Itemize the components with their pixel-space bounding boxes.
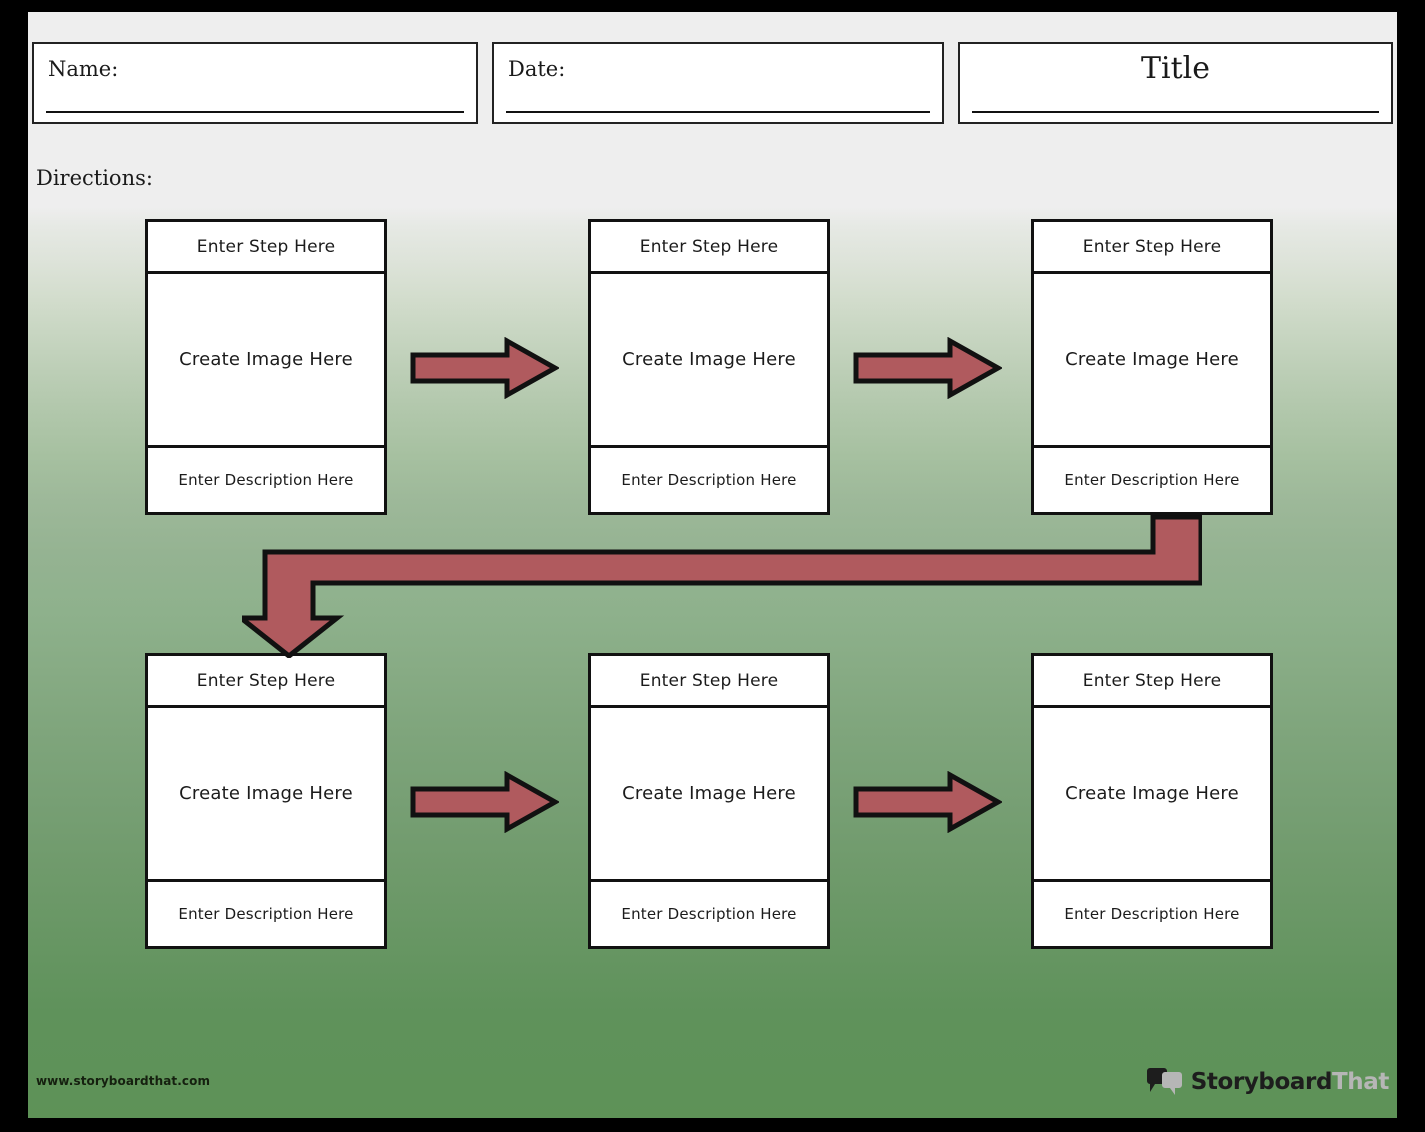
step-card-5[interactable]: Enter Step Here Create Image Here Enter … [588,653,830,949]
logo-word-secondary: That [1332,1069,1389,1095]
step-image-placeholder-2[interactable]: Create Image Here [591,274,827,448]
title-label: Title [1140,51,1210,86]
step-card-1[interactable]: Enter Step Here Create Image Here Enter … [145,219,387,515]
name-field-box[interactable]: Name: [32,42,478,124]
step-description-5[interactable]: Enter Description Here [621,905,797,923]
step-description-4[interactable]: Enter Description Here [178,905,354,923]
footer-url[interactable]: www.storyboardthat.com [36,1074,211,1088]
step-title-1[interactable]: Enter Step Here [148,222,384,274]
name-label: Name: [48,57,119,81]
step-image-placeholder-4[interactable]: Create Image Here [148,708,384,882]
step-title-6[interactable]: Enter Step Here [1034,656,1270,708]
storyboardthat-logo[interactable]: StoryboardThat [1146,1068,1389,1096]
step-image-placeholder-1[interactable]: Create Image Here [148,274,384,448]
step-description-3[interactable]: Enter Description Here [1064,471,1240,489]
date-label: Date: [508,57,566,81]
arrow-step-4-to-5-icon [409,771,559,833]
step-card-4[interactable]: Enter Step Here Create Image Here Enter … [145,653,387,949]
step-description-6[interactable]: Enter Description Here [1064,905,1240,923]
step-card-2[interactable]: Enter Step Here Create Image Here Enter … [588,219,830,515]
directions-label: Directions: [36,166,153,190]
arrow-step-2-to-3-icon [852,337,1002,399]
logo-wordmark: StoryboardThat [1190,1069,1390,1095]
step-image-placeholder-3[interactable]: Create Image Here [1034,274,1270,448]
step-title-4[interactable]: Enter Step Here [148,656,384,708]
logo-word-primary: Storyboard [1190,1069,1333,1095]
worksheet-canvas: Name: Date: Title Directions: Enter Step… [28,12,1397,1118]
arrow-step-1-to-2-icon [409,337,559,399]
step-description-2[interactable]: Enter Description Here [621,471,797,489]
speech-bubbles-icon [1146,1068,1182,1095]
arrow-step-3-to-4-wrap-icon [242,508,1202,658]
step-title-5[interactable]: Enter Step Here [591,656,827,708]
step-card-3[interactable]: Enter Step Here Create Image Here Enter … [1031,219,1273,515]
title-field-box[interactable]: Title [958,42,1393,124]
step-image-placeholder-5[interactable]: Create Image Here [591,708,827,882]
step-title-2[interactable]: Enter Step Here [591,222,827,274]
arrow-step-5-to-6-icon [852,771,1002,833]
step-card-6[interactable]: Enter Step Here Create Image Here Enter … [1031,653,1273,949]
header-row: Name: Date: Title [28,42,1397,124]
date-field-box[interactable]: Date: [492,42,944,124]
step-title-3[interactable]: Enter Step Here [1034,222,1270,274]
step-description-1[interactable]: Enter Description Here [178,471,354,489]
step-image-placeholder-6[interactable]: Create Image Here [1034,708,1270,882]
